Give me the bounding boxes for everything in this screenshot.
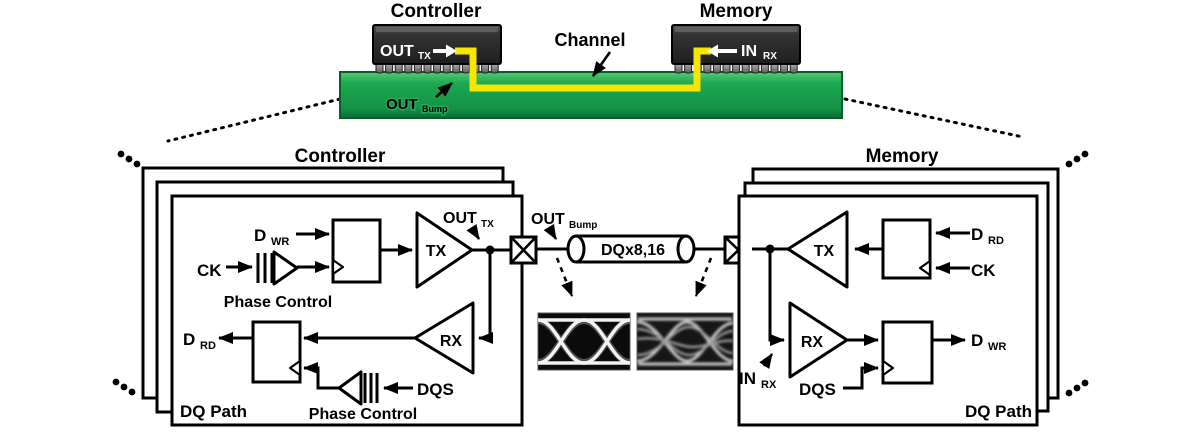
- drd-label-right: D: [971, 225, 983, 244]
- channel-label: Channel: [554, 30, 625, 50]
- more-paths-ellipsis-top-right: [1065, 150, 1089, 168]
- in-rx-chip-label: IN: [741, 43, 757, 60]
- channel-section: DQx8,16 OUT Bump: [509, 211, 754, 371]
- out-bump-mid-sub: Bump: [569, 220, 597, 231]
- rx-label: RX: [440, 333, 463, 350]
- out-tx-sub: TX: [481, 219, 494, 230]
- in-rx-pointer-arrow: [759, 353, 774, 369]
- eye-diagram-degraded-icon: [636, 312, 734, 371]
- out-bump-mid-pointer-arrow: [543, 223, 558, 240]
- chip-bevel: [376, 27, 498, 32]
- memory-rx-label: RX: [801, 334, 824, 351]
- memory-rx-amp-icon: RX: [788, 301, 849, 379]
- out-tx-pointer-arrow: [466, 223, 481, 240]
- more-paths-ellipsis-top-left: [117, 150, 141, 168]
- phase-control-top-label: Phase Control: [224, 294, 332, 311]
- memory-tx-label: TX: [814, 243, 835, 260]
- out-tx-label: OUT: [443, 210, 477, 227]
- in-rx-sub: RX: [761, 379, 777, 391]
- memory-read-flipflop-icon: [881, 218, 932, 280]
- eye-diagram-clean-icon: [537, 312, 631, 371]
- pcb-board: [339, 71, 843, 119]
- phase-to-readff-wire: [303, 362, 339, 390]
- controller-block: Controller D WR CK Phase Control: [112, 146, 524, 427]
- drd-sub: RD: [200, 340, 216, 352]
- read-flipflop-icon: [251, 320, 302, 384]
- controller-block-title: Controller: [295, 146, 386, 167]
- node-to-rx-wire-right: [768, 249, 785, 346]
- ck-label-right: CK: [971, 261, 996, 280]
- left-arrowhead-icon: [707, 44, 718, 58]
- expansion-dotted-line-left: [166, 97, 342, 143]
- out-bump-mid-label: OUT: [531, 211, 565, 228]
- memory-chip-title: Memory: [700, 1, 773, 22]
- memory-block-title: Memory: [866, 146, 939, 167]
- drd-sub-right: RD: [988, 235, 1004, 247]
- memory-tx-driver-icon: TX: [786, 210, 849, 289]
- dq-path-label-right: DQ Path: [965, 402, 1032, 421]
- dqs-label-right: DQS: [799, 380, 836, 399]
- memory-chip: [671, 24, 801, 65]
- controller-chip-title: Controller: [391, 1, 482, 22]
- right-arrowhead-icon: [446, 44, 457, 58]
- bump-pad-icon-left: [509, 235, 538, 265]
- dwr-sub: WR: [271, 236, 289, 248]
- node-to-rx-wire: [478, 250, 493, 344]
- rx-amp-icon: RX: [413, 301, 475, 375]
- dq-bus-cylinder: DQx8,16: [566, 234, 696, 264]
- more-paths-ellipsis-bottom-left: [112, 378, 136, 396]
- chip-bevel: [675, 27, 797, 32]
- channel-pointer-arrow: [591, 51, 612, 77]
- eye-pointer-dashed-right: [694, 257, 713, 297]
- write-flipflop-icon: [331, 218, 382, 284]
- tx-driver-icon: TX: [415, 211, 474, 289]
- dwr-sub-right: WR: [988, 341, 1006, 353]
- in-rx-chip-sub: RX: [763, 51, 777, 62]
- out-bump-sub: Bump: [422, 104, 448, 114]
- tx-label: TX: [426, 243, 447, 260]
- dq-path-label-left: DQ Path: [180, 402, 247, 421]
- more-paths-ellipsis-bottom-right: [1065, 379, 1089, 397]
- dqs-label: DQS: [417, 380, 454, 399]
- dqs-wire-right: [843, 362, 879, 390]
- expansion-dotted-line-right: [843, 97, 1025, 139]
- dwr-label-right: D: [971, 331, 983, 350]
- phase-control-bottom-label: Phase Control: [309, 406, 417, 423]
- controller-chip-pad-label: OUT TX: [380, 43, 457, 62]
- out-tx-chip-sub: TX: [418, 51, 431, 62]
- dq-bus-label: DQx8,16: [601, 242, 665, 259]
- drd-label: D: [183, 330, 195, 349]
- memory-chip-pad-label: IN RX: [707, 43, 777, 62]
- dqs-phase-interpolator-icon: [337, 370, 379, 406]
- dwr-label: D: [254, 226, 266, 245]
- out-bump-pcb-label: OUT Bump: [385, 82, 453, 116]
- pcb-section: OUT TX IN RX Controller Memory Channel O…: [166, 1, 1025, 143]
- in-rx-label: IN: [739, 369, 756, 388]
- out-bump-main: OUT: [386, 96, 418, 113]
- memory-block: Memory TX D RD CK: [737, 146, 1089, 427]
- out-bump-pointer-arrow: [435, 82, 453, 98]
- phase-interpolator-icon: [256, 250, 299, 286]
- channel-trace: [455, 47, 711, 92]
- ck-label: CK: [197, 261, 222, 280]
- eye-pointer-dashed-left: [555, 257, 574, 297]
- memory-write-flipflop-icon: [881, 320, 934, 385]
- out-tx-chip-label: OUT: [380, 43, 414, 60]
